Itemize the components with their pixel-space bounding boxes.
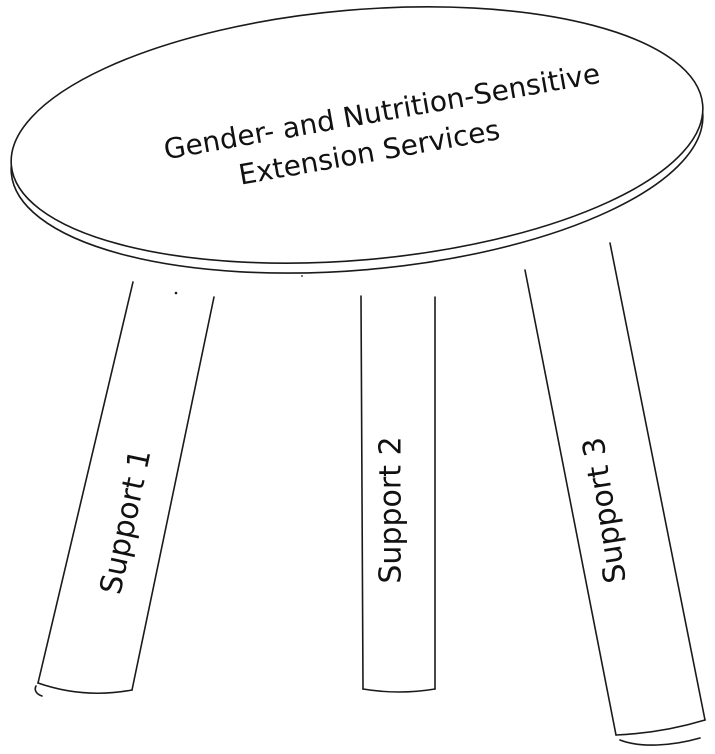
leg-label-support-2: Support 2	[374, 436, 409, 583]
leg-support-1: Support 1	[34, 281, 215, 697]
leg-label-support-3: Support 3	[576, 435, 634, 586]
leg-label-support-1: Support 1	[94, 446, 159, 597]
seat-top	[10, 6, 704, 264]
leg-support-3: Support 3	[524, 242, 706, 746]
stool-seat: Gender- and Nutrition-Sensitive Extensio…	[10, 6, 704, 264]
sketch-specks	[174, 275, 303, 295]
leg-support-2: Support 2	[360, 295, 436, 693]
